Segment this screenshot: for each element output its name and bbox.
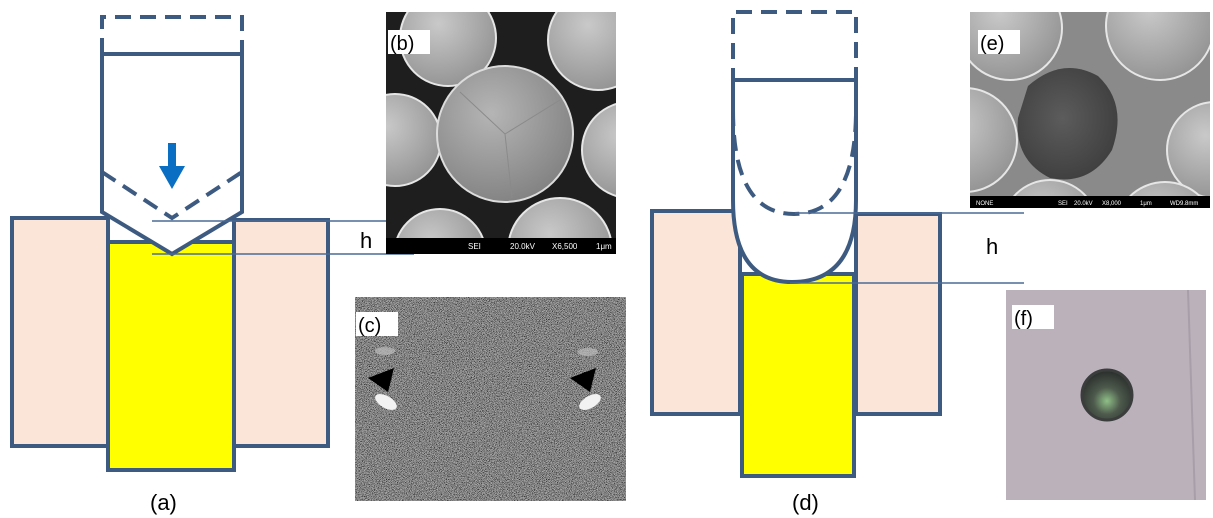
tag-f: (f) (1014, 308, 1033, 330)
indent-spot (1082, 370, 1132, 420)
tag-box-c (356, 312, 398, 336)
panel-c-noise-image: (c) (355, 297, 626, 501)
triangle-mark-right (570, 368, 596, 392)
sem-detector-b: SEI (468, 242, 481, 251)
pull-out-hole (1017, 68, 1118, 180)
sem-footer-bar-b (386, 238, 616, 254)
sem-footer-bar-e (970, 196, 1210, 208)
tag-box-b (388, 30, 430, 54)
sem-scale-e: 1μm (1140, 201, 1152, 207)
caption-d: (d) (792, 490, 819, 515)
sem-magnification-b: X6,500 (552, 242, 578, 251)
sem-scale-b: 1μm (596, 242, 612, 251)
panel-e-sem-image: (e) NONE SEI 20.0kV X8,000 1μm WD9.8mm (970, 12, 1210, 208)
sem-wd-e: WD9.8mm (1170, 201, 1198, 207)
triangle-mark-left (368, 368, 394, 392)
panel-b-sem-image: (b) SEI 20.0kV X6,500 1μm (386, 12, 616, 254)
sample-yellow-d (740, 272, 856, 478)
sem-label-e: NONE (976, 201, 993, 207)
tag-b: (b) (390, 33, 414, 55)
panel-a-schematic: h (a) (10, 15, 414, 515)
tag-c: (c) (358, 315, 381, 337)
caption-a: (a) (150, 490, 177, 515)
sem-voltage-b: 20.0kV (510, 242, 536, 251)
tag-e: (e) (980, 33, 1004, 55)
bright-spot-right (579, 394, 601, 410)
panel-f-optical-image: (f) (1006, 289, 1206, 501)
spherical-indenter-initial-dashed (731, 109, 858, 217)
tag-box-f (1012, 305, 1054, 329)
indenter-initial-dashed (100, 15, 244, 54)
sample-yellow (106, 240, 236, 472)
height-label-d: h (986, 234, 998, 259)
down-arrow-icon (159, 166, 185, 189)
bright-spot-left (375, 394, 397, 410)
indenter-tip-initial-dashed (100, 170, 244, 221)
sleeve-left (10, 216, 110, 448)
panel-d-schematic: h (d) (650, 10, 1024, 515)
sleeve-left-d (650, 209, 742, 416)
tag-box-e (978, 30, 1020, 54)
sem-magnification-e: X8,000 (1102, 201, 1122, 207)
sleeve-right-d (854, 212, 942, 416)
sem-detector-e: SEI (1058, 201, 1068, 207)
spherical-indenter-final (731, 78, 858, 285)
sem-voltage-e: 20.0kV (1074, 201, 1093, 207)
height-label-a: h (360, 228, 372, 253)
indenter-initial-dashed-d (731, 10, 858, 84)
